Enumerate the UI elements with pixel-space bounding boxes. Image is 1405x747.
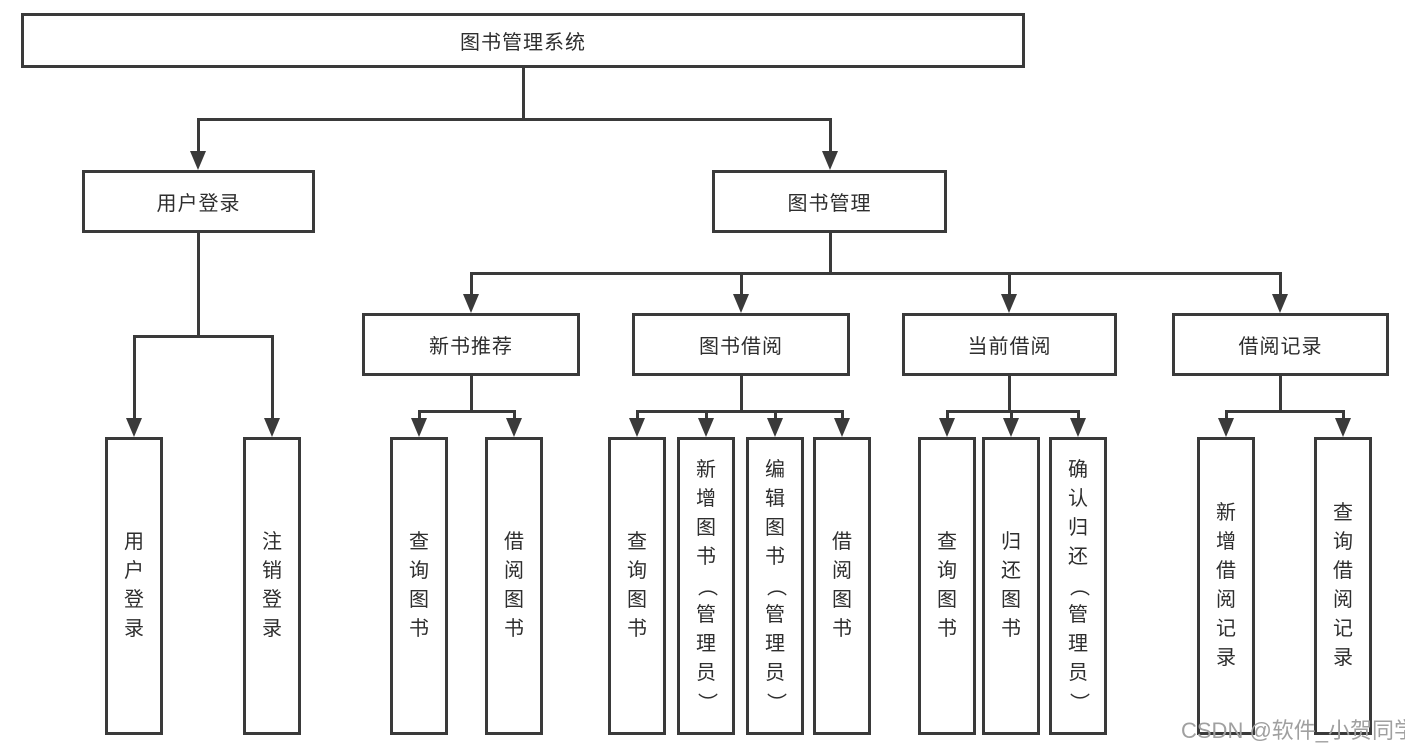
- node-label: 借阅图书: [504, 531, 524, 640]
- connector-line: [704, 410, 708, 422]
- node-root: 图书管理系统: [21, 13, 1025, 68]
- node-label: 查询图书: [409, 531, 429, 640]
- node-leaf-query-book-1: 查询图书: [390, 437, 448, 735]
- arrow-down-icon: [126, 418, 142, 437]
- node-label: 用户登录: [156, 193, 241, 215]
- node-label: 借阅记录: [1238, 336, 1323, 358]
- node-label: 借阅图书: [832, 531, 852, 640]
- arrow-down-icon: [1218, 418, 1234, 437]
- node-label: 查询借阅记录: [1333, 502, 1353, 669]
- node-label: 确认归还（管理员）: [1067, 458, 1090, 713]
- node-book-borrow: 图书借阅: [632, 313, 850, 376]
- node-leaf-confirm-return-admin: 确认归还（管理员）: [1049, 437, 1107, 735]
- connector-line: [945, 410, 949, 422]
- node-leaf-edit-book-admin: 编辑图书（管理员）: [746, 437, 804, 735]
- node-label: 查询图书: [937, 531, 957, 640]
- connector-line: [773, 410, 777, 422]
- node-leaf-return-book: 归还图书: [982, 437, 1040, 735]
- node-label: 新增借阅记录: [1216, 502, 1236, 669]
- arrow-down-icon: [698, 418, 714, 437]
- node-leaf-add-borrow-record: 新增借阅记录: [1197, 437, 1255, 735]
- connector-line: [1224, 410, 1228, 422]
- connector-line: [1278, 376, 1282, 410]
- node-label: 图书借阅: [699, 336, 783, 358]
- node-label: 新增图书（管理员）: [695, 458, 718, 713]
- node-new-book-recommend: 新书推荐: [362, 313, 580, 376]
- arrow-down-icon: [767, 418, 783, 437]
- node-label: 图书管理: [787, 193, 872, 215]
- node-label: 注销登录: [262, 531, 282, 640]
- node-leaf-query-borrow-record: 查询借阅记录: [1314, 437, 1372, 735]
- connector-line: [1076, 410, 1080, 422]
- node-label: 查询图书: [627, 531, 647, 640]
- arrow-down-icon: [264, 418, 280, 437]
- arrow-down-icon: [1335, 418, 1351, 437]
- connector-line: [512, 410, 516, 422]
- arrow-down-icon: [834, 418, 850, 437]
- node-leaf-logout: 注销登录: [243, 437, 301, 735]
- arrow-down-icon: [1070, 418, 1086, 437]
- node-leaf-borrow-book-2: 借阅图书: [813, 437, 871, 735]
- node-label: 用户登录: [124, 531, 144, 640]
- arrow-down-icon: [1272, 294, 1288, 313]
- node-user-login: 用户登录: [82, 170, 315, 233]
- connector-line: [132, 335, 136, 421]
- node-current-borrow: 当前借阅: [902, 313, 1117, 376]
- connector-line: [1278, 272, 1282, 298]
- connector-line: [469, 272, 473, 298]
- node-label: 图书管理系统: [460, 32, 586, 54]
- arrow-down-icon: [1001, 294, 1017, 313]
- arrow-down-icon: [939, 418, 955, 437]
- node-leaf-user-login: 用户登录: [105, 437, 163, 735]
- arrow-down-icon: [411, 418, 427, 437]
- node-label: 当前借阅: [967, 336, 1052, 358]
- node-borrow-records: 借阅记录: [1172, 313, 1389, 376]
- node-label: 新书推荐: [429, 336, 513, 358]
- connector-line: [196, 118, 832, 121]
- node-label: 编辑图书（管理员）: [764, 458, 787, 713]
- arrow-down-icon: [822, 151, 838, 170]
- connector-line: [469, 272, 1282, 275]
- connector-line: [635, 410, 844, 413]
- connector-line: [635, 410, 639, 422]
- watermark: CSDN @软件_小贺同学: [1181, 718, 1405, 743]
- connector-line: [1009, 410, 1013, 422]
- connector-line: [196, 118, 200, 156]
- connector-line: [828, 118, 832, 156]
- node-book-management: 图书管理: [712, 170, 947, 233]
- connector-line: [945, 410, 1080, 413]
- node-leaf-add-book-admin: 新增图书（管理员）: [677, 437, 735, 735]
- connector-line: [417, 410, 516, 413]
- connector-line: [469, 376, 473, 410]
- node-leaf-borrow-book-1: 借阅图书: [485, 437, 543, 735]
- connector-line: [1007, 376, 1011, 410]
- connector-line: [270, 335, 274, 421]
- connector-line: [739, 272, 743, 298]
- connector-line: [840, 410, 844, 422]
- arrow-down-icon: [1003, 418, 1019, 437]
- node-leaf-query-book-3: 查询图书: [918, 437, 976, 735]
- connector-line: [1224, 410, 1345, 413]
- node-leaf-query-book-2: 查询图书: [608, 437, 666, 735]
- connector-line: [132, 335, 274, 338]
- connector-line: [417, 410, 421, 422]
- connector-line: [196, 233, 200, 335]
- arrow-down-icon: [629, 418, 645, 437]
- connector-line: [521, 68, 525, 118]
- connector-line: [828, 233, 832, 272]
- connector-line: [739, 376, 743, 410]
- connector-line: [1007, 272, 1011, 298]
- arrow-down-icon: [190, 151, 206, 170]
- connector-line: [1341, 410, 1345, 422]
- arrow-down-icon: [506, 418, 522, 437]
- node-label: 归还图书: [1001, 531, 1021, 640]
- arrow-down-icon: [463, 294, 479, 313]
- arrow-down-icon: [733, 294, 749, 313]
